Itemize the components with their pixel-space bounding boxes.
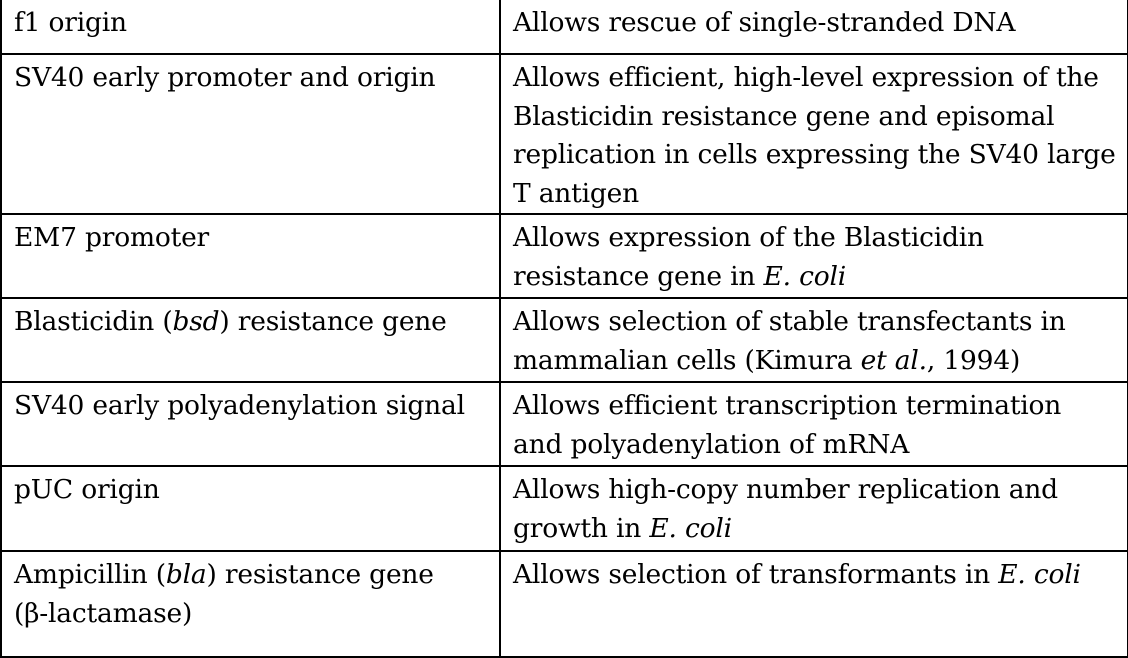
feature-cell: Blasticidin (bsd) resistance gene [0,297,501,383]
table-row-f1-origin: f1 origin Allows rescue of single-strand… [0,0,1128,55]
feature-cell: f1 origin [0,0,501,55]
benefit-cell: Allows expression of the Blasticidin res… [499,213,1128,299]
feature-cell: SV40 early polyadenylation signal [0,381,501,467]
benefit-cell: Allows efficient, high-level expression … [499,53,1128,215]
citation-et-al: et al. [860,344,927,376]
feature-cell: EM7 promoter [0,213,501,299]
table-row-ampicillin-gene: Ampicillin (bla) resistance gene (β-lact… [0,550,1128,658]
gene-name: bla [165,559,207,590]
table-row-sv40-promoter: SV40 early promoter and origin Allows ef… [0,53,1128,215]
feature-cell: SV40 early promoter and origin [0,53,501,215]
benefit-cell: Allows efficient transcription terminati… [499,381,1128,467]
feature-cell: Ampicillin (bla) resistance gene (β-lact… [0,550,501,658]
table-row-em7-promoter: EM7 promoter Allows expression of the Bl… [0,213,1128,299]
organism-name: E. coli [763,260,847,292]
benefit-cell: Allows high-copy number replication and … [499,465,1128,552]
table-row-sv40-polya: SV40 early polyadenylation signal Allows… [0,381,1128,467]
table-row-puc-origin: pUC origin Allows high-copy number repli… [0,465,1128,552]
organism-name: E. coli [998,559,1081,590]
organism-name: E. coli [649,512,732,544]
benefit-cell: Allows selection of stable transfectants… [499,297,1128,383]
benefit-cell: Allows selection of transformants in E. … [499,550,1128,658]
feature-cell: pUC origin [0,465,501,552]
table-row-blasticidin-gene: Blasticidin (bsd) resistance gene Allows… [0,297,1128,383]
gene-name: bsd [172,306,220,337]
benefit-cell: Allows rescue of single-stranded DNA [499,0,1128,55]
